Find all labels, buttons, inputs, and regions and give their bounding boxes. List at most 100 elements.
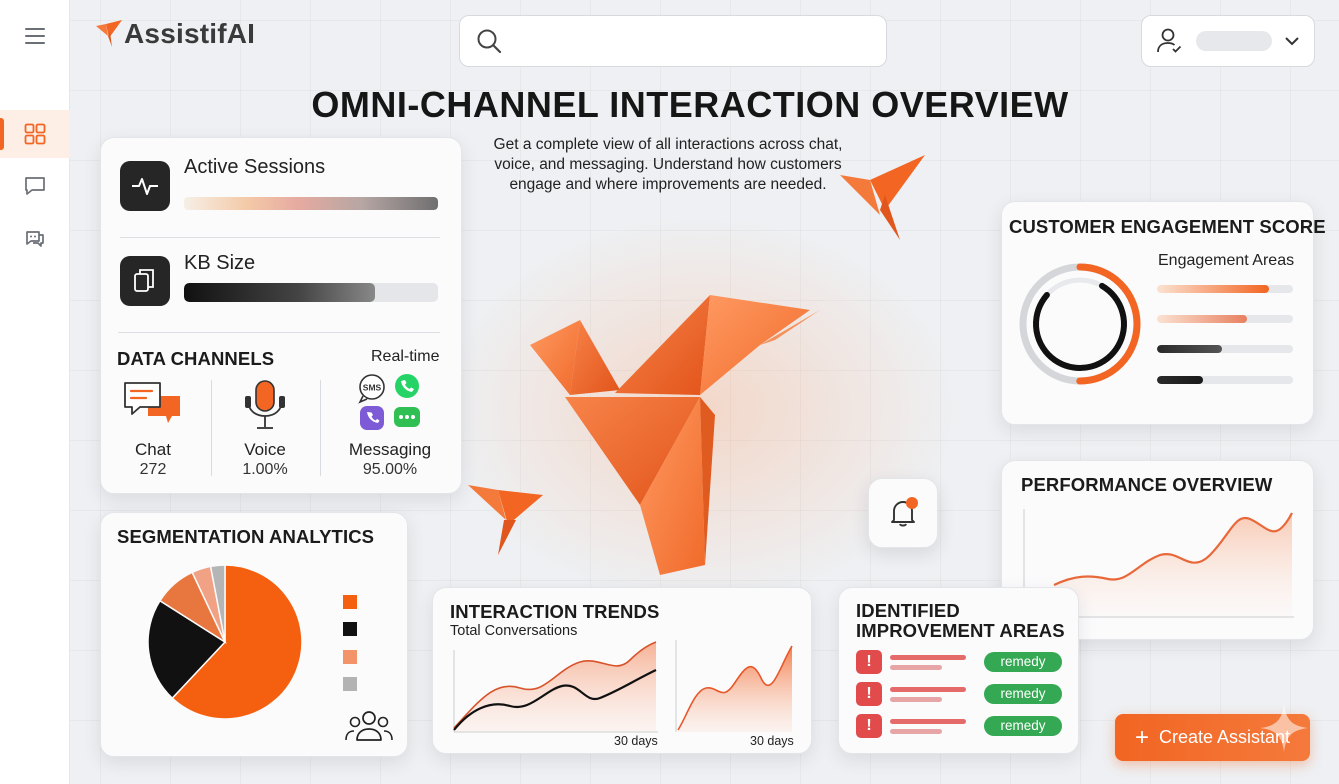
- trends-chart-left: [453, 641, 658, 733]
- sidebar-item-dashboard[interactable]: [0, 110, 70, 158]
- performance-line: [1053, 512, 1293, 586]
- plus-icon: +: [1134, 723, 1149, 751]
- data-channels-title: DATA CHANNELS: [117, 348, 275, 369]
- search-bar[interactable]: [459, 15, 887, 67]
- trends-title: INTERACTION TRENDS: [450, 601, 660, 622]
- trends-line-primary: [453, 641, 657, 729]
- channel-voice-value: 1.00%: [242, 461, 288, 478]
- sidebar-menu-button[interactable]: [0, 12, 70, 60]
- active-sessions-bar: [184, 197, 438, 210]
- sidebar-item-chat[interactable]: [0, 162, 70, 210]
- engagement-area-fill: [1157, 285, 1269, 293]
- user-icon: [1157, 28, 1182, 53]
- sidebar-item-assistants[interactable]: [0, 214, 70, 262]
- sidebar: [0, 0, 70, 784]
- chevron-down-icon: [1285, 37, 1299, 46]
- channel-messaging-value: 95.00%: [362, 461, 418, 478]
- channel-messaging-label: Messaging: [348, 440, 432, 459]
- small-origami-bird-left: [468, 485, 543, 555]
- notifications-button[interactable]: [868, 478, 938, 548]
- trends-subtitle: Total Conversations: [450, 623, 578, 639]
- engagement-score-ring: [1019, 263, 1141, 385]
- hamburger-icon: [25, 28, 45, 44]
- legend-swatch: [343, 595, 357, 609]
- improvement-text-line: [890, 655, 966, 660]
- trends-caption-left: 30 days: [614, 734, 658, 748]
- improvement-item: ! remedy: [856, 714, 1066, 740]
- search-icon: [477, 29, 502, 54]
- realtime-label: Real-time: [371, 348, 440, 365]
- trends-right-area: [678, 646, 792, 732]
- pie-slice[interactable]: [209, 564, 226, 643]
- channel-chat-label: Chat: [135, 440, 171, 459]
- segmentation-pie: [147, 564, 303, 720]
- active-sessions-tile: [120, 161, 170, 211]
- legend-swatch: [343, 650, 357, 664]
- messaging-apps-icon: SMS: [358, 374, 420, 430]
- engagement-title: CUSTOMER ENGAGEMENT SCORE: [1009, 216, 1326, 237]
- improvement-text-line: [890, 687, 966, 692]
- alert-icon: !: [856, 682, 882, 706]
- channel-chat-value: 272: [139, 461, 167, 478]
- search-input[interactable]: [514, 26, 886, 56]
- users-group-icon: [345, 711, 393, 741]
- engagement-area-fill: [1157, 376, 1204, 384]
- channels-divider: [118, 332, 440, 333]
- user-name: [1196, 31, 1272, 51]
- chat-bubbles-icon: [124, 382, 180, 423]
- user-menu[interactable]: [1141, 15, 1315, 67]
- channel-divider-1: [211, 380, 212, 476]
- sms-badge: SMS: [363, 383, 382, 393]
- kb-size-label: KB Size: [184, 252, 256, 274]
- trends-right-line: [677, 645, 793, 731]
- channel-voice-label: Voice: [244, 440, 286, 459]
- create-assistant-label: Create Assistant: [1158, 727, 1291, 747]
- app-name: AssistifAI: [124, 18, 256, 49]
- pie-slice[interactable]: [147, 599, 227, 700]
- engagement-card: [1001, 201, 1314, 425]
- engagement-area-bar: [1157, 285, 1293, 293]
- bell-icon: [891, 497, 918, 527]
- improvements-title-line1: IDENTIFIED: [856, 600, 960, 621]
- sparkle-icon: [1260, 704, 1308, 752]
- metrics-divider: [120, 237, 440, 238]
- trends-area: [454, 642, 656, 732]
- documents-icon: [134, 269, 154, 292]
- origami-bird-illustration: [530, 295, 820, 575]
- bot-chat-icon: [26, 231, 44, 247]
- engagement-area-bar: [1157, 376, 1293, 384]
- legend-swatch: [343, 622, 357, 636]
- chat-bubble-icon: [25, 177, 45, 195]
- app-logo[interactable]: AssistifAI: [96, 18, 255, 50]
- kb-size-tile: [120, 256, 170, 306]
- alert-icon: !: [856, 650, 882, 674]
- engagement-area-fill: [1157, 345, 1223, 353]
- improvement-text-line: [890, 697, 942, 702]
- legend-swatch: [343, 677, 357, 691]
- improvement-text-line: [890, 665, 942, 670]
- performance-area: [1054, 513, 1292, 617]
- segmentation-title: SEGMENTATION ANALYTICS: [117, 526, 375, 547]
- remedy-button[interactable]: remedy: [984, 652, 1062, 672]
- engagement-ring-outer: [1019, 263, 1141, 385]
- page-title: OMNI-CHANNEL INTERACTION OVERVIEW: [311, 84, 1069, 125]
- improvement-text-line: [890, 719, 966, 724]
- logo-bird-icon: [96, 20, 122, 47]
- alert-icon: !: [856, 714, 882, 738]
- grid-icon: [24, 123, 46, 145]
- remedy-button[interactable]: remedy: [984, 684, 1062, 704]
- engagement-ring-inner: [1033, 277, 1127, 371]
- kb-size-bar-fill: [184, 283, 375, 302]
- page-subtitle: Get a complete view of all interactions …: [493, 136, 843, 193]
- notification-badge: [906, 497, 918, 509]
- pie-slice[interactable]: [171, 564, 303, 720]
- improvement-item: ! remedy: [856, 682, 1066, 708]
- kb-size-bar: [184, 283, 438, 302]
- trends-caption-right: 30 days: [750, 734, 794, 748]
- microphone-icon: [245, 380, 285, 429]
- remedy-button[interactable]: remedy: [984, 716, 1062, 736]
- improvement-text-line: [890, 729, 942, 734]
- engagement-areas-label: Engagement Areas: [1158, 252, 1295, 269]
- pulse-icon: [132, 178, 158, 195]
- performance-title: PERFORMANCE OVERVIEW: [1021, 474, 1273, 495]
